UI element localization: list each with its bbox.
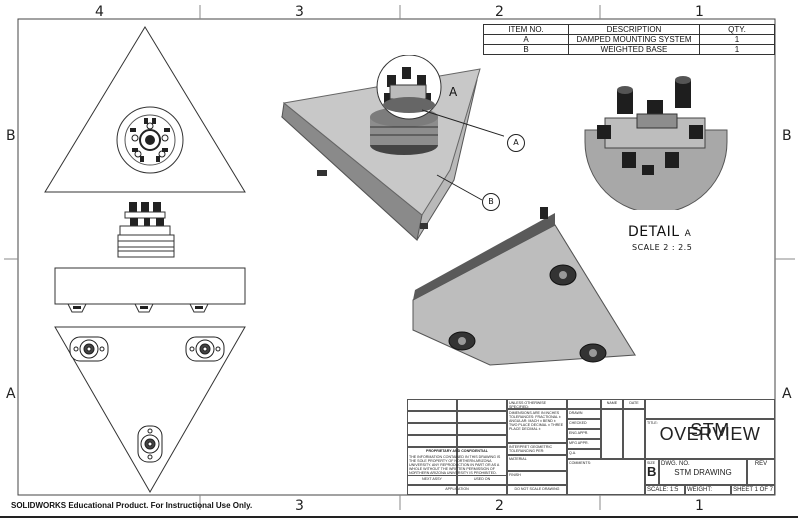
- size-value: B: [647, 464, 657, 479]
- zone-label-bottom-2: 2: [495, 498, 504, 514]
- scale-value: SCALE: 1:5: [645, 485, 685, 495]
- bom-cell: DAMPED MOUNTING SYSTEM: [568, 34, 700, 45]
- zone-label-left-a: A: [6, 386, 16, 402]
- mfg-appr-label: MFG APPR.: [567, 439, 601, 449]
- zone-label-top-1: 1: [695, 4, 704, 20]
- interpret-label: INTERPRET GEOMETRIC TOLERANCING PER:: [507, 443, 567, 455]
- do-not-scale-label: DO NOT SCALE DRAWING: [507, 485, 567, 495]
- bom-header-row: ITEM NO. DESCRIPTION QTY.: [483, 24, 775, 35]
- top-view: [44, 26, 246, 193]
- detail-scale: SCALE 2 : 2.5: [632, 243, 693, 252]
- bom-header-item: ITEM NO.: [483, 24, 569, 35]
- checked-label: CHECKED: [567, 419, 601, 429]
- proprietary-text: THE INFORMATION CONTAINED IN THIS DRAWIN…: [409, 455, 501, 475]
- sheet-value: SHEET 1 OF 7: [731, 485, 775, 495]
- dwg-no-cell: DWG. NO. STM DRAWING: [659, 459, 747, 485]
- bill-of-materials-table: ITEM NO. DESCRIPTION QTY. A DAMPED MOUNT…: [483, 24, 775, 55]
- size-label: SIZE: [647, 461, 655, 465]
- detail-title-text: DETAIL: [628, 224, 680, 240]
- name-header: NAME: [601, 399, 623, 409]
- detail-title-letter: A: [684, 229, 692, 239]
- front-view: [54, 202, 246, 313]
- title-cell: TITLE: STM OVERVIEW: [645, 419, 775, 459]
- drawing-title: STM OVERVIEW: [659, 420, 761, 444]
- dims-label: DIMENSIONS ARE IN INCHES TOLERANCES: FRA…: [507, 409, 567, 443]
- bom-cell: WEIGHTED BASE: [568, 44, 700, 55]
- zone-label-bottom-3: 3: [295, 498, 304, 514]
- bom-cell: B: [483, 44, 569, 55]
- drawn-label: DRAWN: [567, 409, 601, 419]
- material-label: MATERIAL: [507, 455, 567, 471]
- application-label: APPLICATION: [407, 485, 507, 495]
- bottom-view: [54, 326, 246, 494]
- bom-header-description: DESCRIPTION: [568, 24, 700, 35]
- dwg-no-label: DWG. NO.: [661, 461, 690, 467]
- educational-footer: SOLIDWORKS Educational Product. For Inst…: [11, 501, 253, 510]
- zone-label-right-a: A: [782, 386, 792, 402]
- qa-label: Q.A.: [567, 449, 601, 459]
- balloon-a: A: [507, 134, 525, 152]
- detail-view: [584, 76, 728, 210]
- title-block: PROPRIETARY AND CONFIDENTIAL THE INFORMA…: [407, 399, 775, 495]
- balloon-b: B: [482, 193, 500, 211]
- proprietary-title: PROPRIETARY AND CONFIDENTIAL: [426, 449, 488, 453]
- bom-cell: 1: [699, 34, 775, 45]
- bom-cell: A: [483, 34, 569, 45]
- rev-cell: REV: [747, 459, 775, 485]
- weight-label: WEIGHT:: [685, 485, 731, 495]
- zone-label-bottom-1: 1: [695, 498, 704, 514]
- bom-cell: 1: [699, 44, 775, 55]
- dwg-no-value: STM DRAWING: [674, 468, 732, 477]
- zone-label-top-4: 4: [95, 4, 104, 20]
- detail-title: DETAIL A: [628, 224, 691, 240]
- size-cell: SIZE B: [645, 459, 659, 485]
- rev-label: REV: [754, 461, 768, 467]
- zone-label-top-3: 3: [295, 4, 304, 20]
- date-header: DATE: [623, 399, 645, 409]
- isometric-view-bottom: [412, 207, 636, 366]
- comments-label: COMMENTS:: [567, 459, 645, 495]
- next-assy-label: NEXT ASSY: [407, 475, 457, 485]
- bom-row: B WEIGHTED BASE 1: [483, 44, 775, 55]
- zone-label-top-2: 2: [495, 4, 504, 20]
- used-on-label: USED ON: [457, 475, 507, 485]
- unless-label: UNLESS OTHERWISE SPECIFIED:: [507, 399, 567, 409]
- bom-header-qty: QTY.: [699, 24, 775, 35]
- zone-label-left-b: B: [6, 128, 16, 144]
- eng-appr-label: ENG APPR.: [567, 429, 601, 439]
- title-label: TITLE:: [647, 421, 658, 425]
- finish-label: FINISH: [507, 471, 567, 485]
- zone-label-right-b: B: [782, 128, 792, 144]
- section-letter: A: [449, 85, 458, 99]
- isometric-view-top: [280, 55, 504, 241]
- bom-row: A DAMPED MOUNTING SYSTEM 1: [483, 34, 775, 45]
